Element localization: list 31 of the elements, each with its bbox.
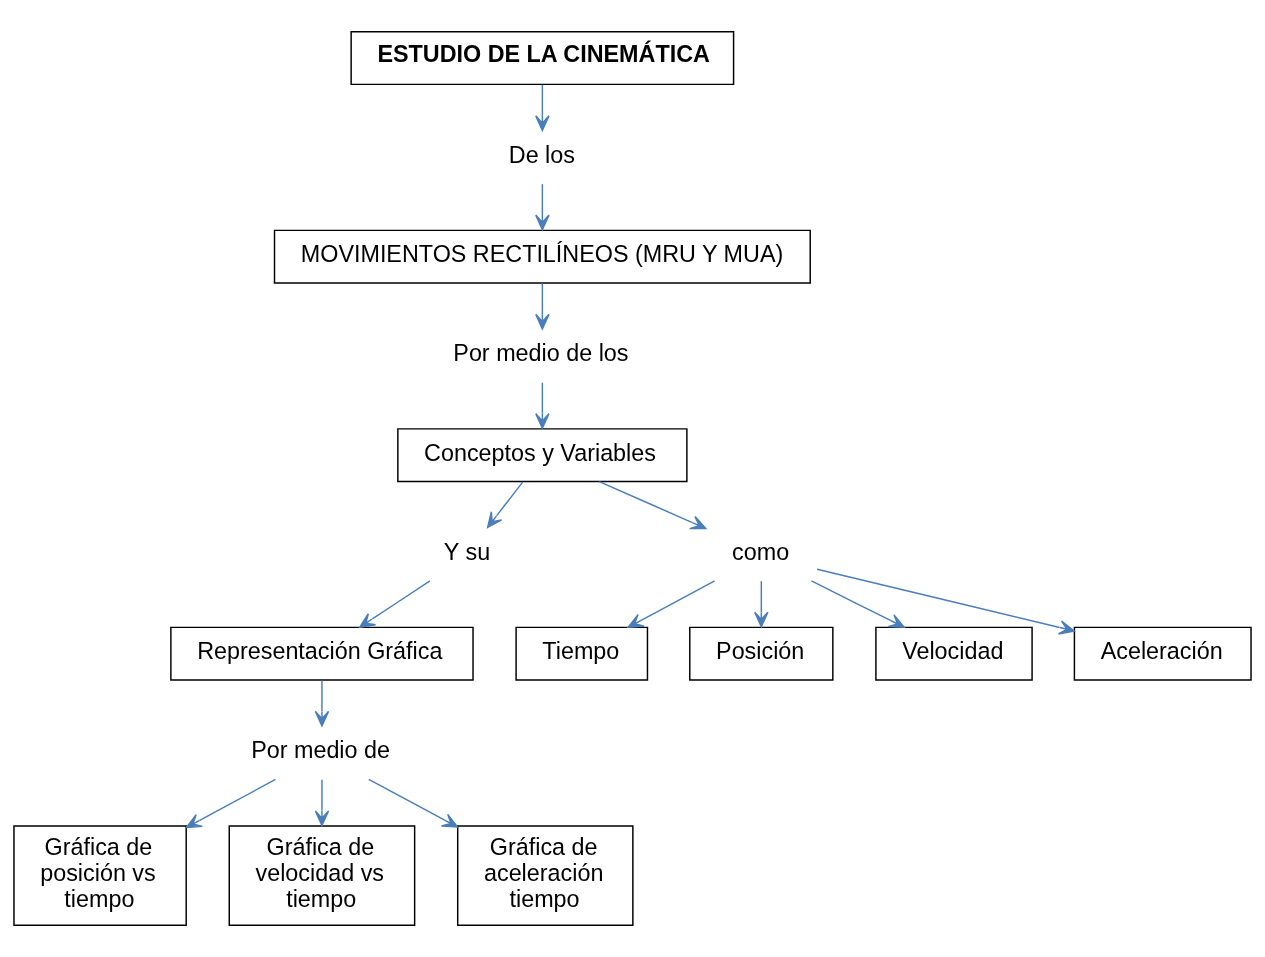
arrow: [314, 779, 330, 827]
node-text: Y su: [443, 538, 491, 565]
arrow: [598, 480, 707, 530]
arrow: [314, 679, 330, 727]
node-box: Representación Gráfica: [170, 626, 474, 681]
arrow: [627, 580, 716, 628]
arrow: [535, 183, 550, 231]
node-box: Tiempo: [515, 626, 649, 681]
node-text: Por medio de: [251, 737, 390, 764]
node-box: Posición: [689, 626, 834, 681]
arrow: [810, 580, 905, 628]
node-box: Conceptos y Variables: [397, 428, 688, 483]
node-box: Gráfica de posición vs tiempo: [13, 825, 187, 926]
node-box: Velocidad: [875, 626, 1033, 681]
node-box: Aceleración: [1073, 626, 1252, 681]
arrow: [359, 580, 431, 628]
arrow: [185, 778, 277, 829]
arrow: [486, 481, 524, 529]
node-box: Gráfica de velocidad vs tiempo: [228, 825, 416, 926]
node-box: Gráfica de aceleración tiempo: [456, 825, 634, 926]
node-box: MOVIMIENTOS RECTILÍNEOS (MRU Y MUA): [273, 229, 811, 284]
node-text: Por medio de los: [453, 340, 629, 367]
arrow: [535, 84, 550, 132]
arrow: [535, 381, 550, 429]
node-text: De los: [508, 141, 575, 168]
node-box: ESTUDIO DE LA CINEMÁTICA: [350, 31, 735, 86]
arrow: [816, 568, 1075, 635]
arrow: [754, 580, 769, 628]
arrow: [368, 778, 459, 828]
node-text: como: [732, 538, 790, 565]
arrow: [535, 282, 550, 330]
